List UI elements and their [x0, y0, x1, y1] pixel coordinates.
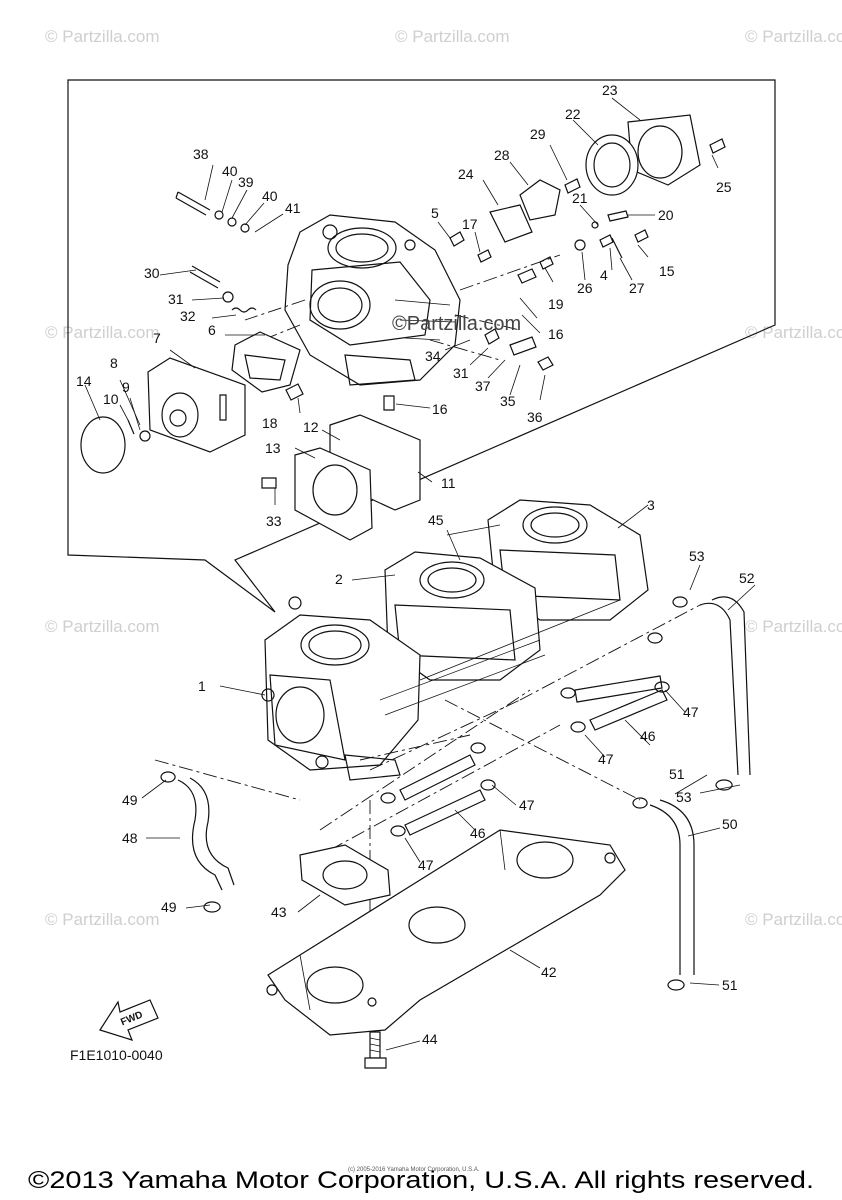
callout-6: 6 — [208, 322, 216, 338]
detail-frame — [67, 79, 776, 613]
callout-19: 19 — [548, 296, 564, 312]
watermark: © Partzilla.com — [45, 617, 160, 636]
callout-40: 40 — [262, 188, 278, 204]
callout-28: 28 — [494, 147, 510, 163]
callout-50: 50 — [722, 816, 738, 832]
callout-36: 36 — [527, 409, 543, 425]
callout-53: 53 — [689, 548, 705, 564]
callout-29: 29 — [530, 126, 546, 142]
callout-31: 31 — [453, 365, 469, 381]
callout-47: 47 — [519, 797, 535, 813]
callout-46: 46 — [470, 825, 486, 841]
callout-10: 10 — [103, 391, 119, 407]
callout-47: 47 — [418, 857, 434, 873]
watermark: © Partzilla.com — [395, 27, 510, 46]
callout-3: 3 — [647, 497, 655, 513]
callout-16: 16 — [432, 401, 448, 417]
callout-4: 4 — [600, 267, 608, 283]
callout-2: 2 — [335, 571, 343, 587]
callout-5: 5 — [431, 205, 439, 221]
callout-8: 8 — [110, 355, 118, 371]
callout-43: 43 — [271, 904, 287, 920]
watermark: © Partzilla.com — [745, 617, 842, 636]
callout-46: 46 — [640, 728, 656, 744]
callout-22: 22 — [565, 106, 581, 122]
callout-48: 48 — [122, 830, 138, 846]
callout-15: 15 — [659, 263, 675, 279]
callout-35: 35 — [500, 393, 516, 409]
callout-21: 21 — [572, 190, 588, 206]
callout-45: 45 — [428, 512, 444, 528]
callout-31: 31 — [168, 291, 184, 307]
callout-47: 47 — [598, 751, 614, 767]
callout-labels: 38 40 39 40 41 30 31 32 7 6 8 9 14 10 5 … — [76, 82, 755, 1047]
callout-52: 52 — [739, 570, 755, 586]
callout-14: 14 — [76, 373, 92, 389]
callout-49: 49 — [122, 792, 138, 808]
callout-16: 16 — [548, 326, 564, 342]
callout-7: 7 — [153, 330, 161, 346]
watermark: © Partzilla.com — [745, 323, 842, 342]
callout-47: 47 — [683, 704, 699, 720]
callout-32: 32 — [180, 308, 196, 324]
watermark: © Partzilla.com — [45, 323, 160, 342]
callout-49: 49 — [161, 899, 177, 915]
callout-23: 23 — [602, 82, 618, 98]
figure-code: F1E1010-0040 — [70, 1047, 163, 1063]
callout-13: 13 — [265, 440, 281, 456]
callout-25: 25 — [716, 179, 732, 195]
fine-print: (c) 2005-2016 Yamaha Motor Corporation, … — [348, 1167, 480, 1173]
watermark-layer: © Partzilla.com © Partzilla.com © Partzi… — [45, 27, 842, 929]
callout-20: 20 — [658, 207, 674, 223]
callout-27: 27 — [629, 280, 645, 296]
callout-53: 53 — [676, 789, 692, 805]
callout-26: 26 — [577, 280, 593, 296]
callout-24: 24 — [458, 166, 474, 182]
center-watermark: ©Partzilla.com — [392, 313, 521, 335]
watermark: © Partzilla.com — [45, 27, 160, 46]
callout-38: 38 — [193, 146, 209, 162]
leader-lines — [84, 97, 756, 1051]
carburetor-detail — [80, 114, 726, 541]
callout-51: 51 — [669, 766, 685, 782]
callout-30: 30 — [144, 265, 160, 281]
callout-9: 9 — [122, 379, 130, 395]
callout-37: 37 — [475, 378, 491, 394]
watermark: © Partzilla.com — [745, 27, 842, 46]
callout-12: 12 — [303, 419, 319, 435]
callout-44: 44 — [422, 1031, 438, 1047]
callout-39: 39 — [238, 174, 254, 190]
callout-42: 42 — [541, 964, 557, 980]
copyright-notice: ©2013 Yamaha Motor Corporation, U.S.A. A… — [28, 1167, 814, 1194]
watermark: © Partzilla.com — [45, 910, 160, 929]
callout-34: 34 — [425, 348, 441, 364]
callout-18: 18 — [262, 415, 278, 431]
watermark: © Partzilla.com — [745, 910, 842, 929]
callout-33: 33 — [266, 513, 282, 529]
callout-41: 41 — [285, 200, 301, 216]
callout-11: 11 — [441, 475, 456, 491]
fwd-arrow-icon: FWD — [99, 999, 159, 1041]
callout-40: 40 — [222, 163, 238, 179]
carburetor-assembly — [154, 499, 751, 1069]
callout-51: 51 — [722, 977, 738, 993]
callout-1: 1 — [198, 678, 206, 694]
callout-17: 17 — [462, 216, 478, 232]
